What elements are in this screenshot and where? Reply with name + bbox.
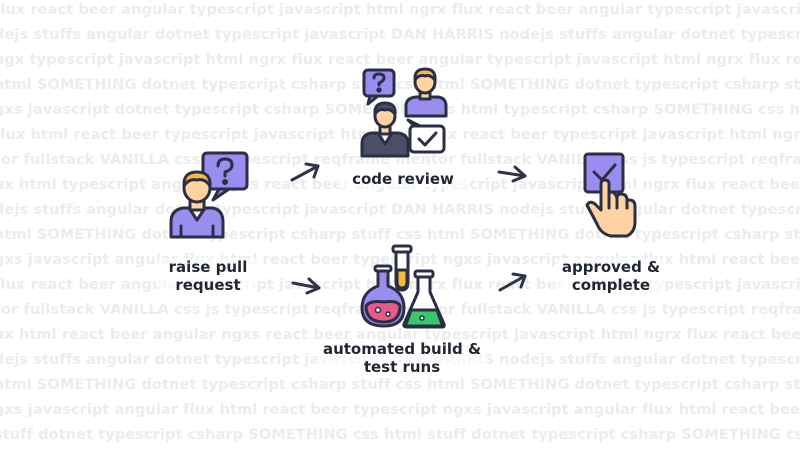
background-text-line: gxs javascript dotnet typescript csharp … (0, 102, 800, 118)
person-question-icon (169, 151, 249, 239)
background-text-line: stuff dotnet typescript csharp SOMETHING… (0, 427, 800, 443)
background-text-line: ux html react beer angular ngxs react be… (0, 327, 800, 343)
hand-checkbox-icon (583, 152, 637, 238)
arrow-pr-to-automated (291, 277, 321, 295)
background-text-line: gxs javascript angular flux html react b… (0, 402, 800, 418)
people-chat-icon (360, 67, 448, 158)
step-code-review-label: code review (338, 170, 468, 188)
step-automated-build-label: automated build & test runs (316, 340, 488, 376)
step-approved-complete-label: approved & complete (556, 258, 666, 294)
arrow-review-to-approved (497, 165, 527, 183)
background-text-line: ngx typescript javascript html ngrx flux… (0, 52, 800, 68)
arrow-pr-to-review (290, 162, 320, 182)
step-raise-pull-request-label: raise pull request (158, 258, 258, 294)
background-text-line: dejs stuffs angular dotnet typescript ja… (0, 202, 800, 218)
background-text-line: html SOMETHING dotnet typescript csharp … (0, 77, 800, 93)
arrow-automated-to-approved (498, 272, 527, 292)
flasks-icon (360, 244, 446, 329)
background-text-line: dejs stuffs angular dotnet typescript ja… (0, 27, 800, 43)
background-text-line: html SOMETHING dotnet typescript csharp … (0, 377, 800, 393)
background-text-line: flux react beer angular typescript javas… (0, 2, 800, 18)
